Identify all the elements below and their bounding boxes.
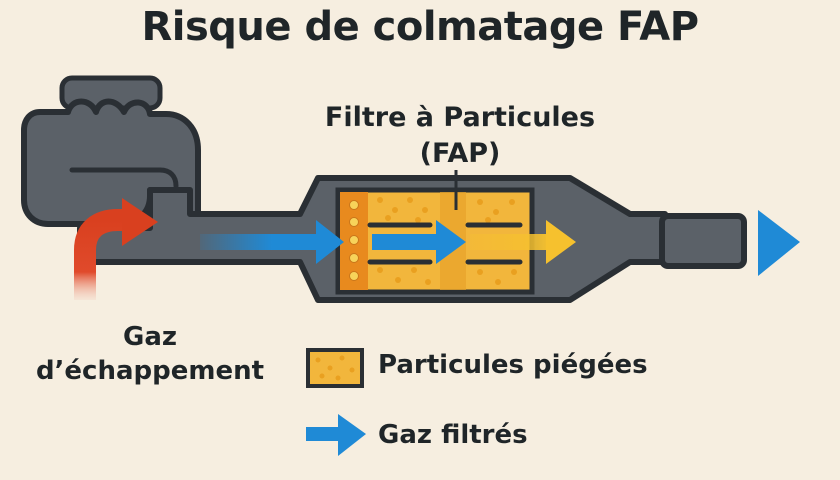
flow-arrow-icon [200,210,800,276]
legend-filtered-gas: Gaz filtrés [378,420,528,450]
hot-exhaust-arrow [74,198,158,300]
engine-icon [21,75,201,227]
legend-filtered-arrow [306,414,366,456]
filter-label: Filtre à Particules (FAP) [300,100,620,172]
exhaust-label-line2: d’échappement [35,356,265,386]
filter-label-line1: Filtre à Particules [324,102,596,133]
page-title: Risque de colmatage FAP [141,4,699,50]
exhaust-label-line1: Gaz [122,322,178,352]
exhaust-label: Gaz d’échappement [10,320,290,388]
legend-trapped-particles: Particules piégées [378,350,648,380]
particle-filter-icon [335,170,535,295]
legend-particles-swatch [306,348,364,388]
filter-label-line2: (FAP) [419,138,501,169]
